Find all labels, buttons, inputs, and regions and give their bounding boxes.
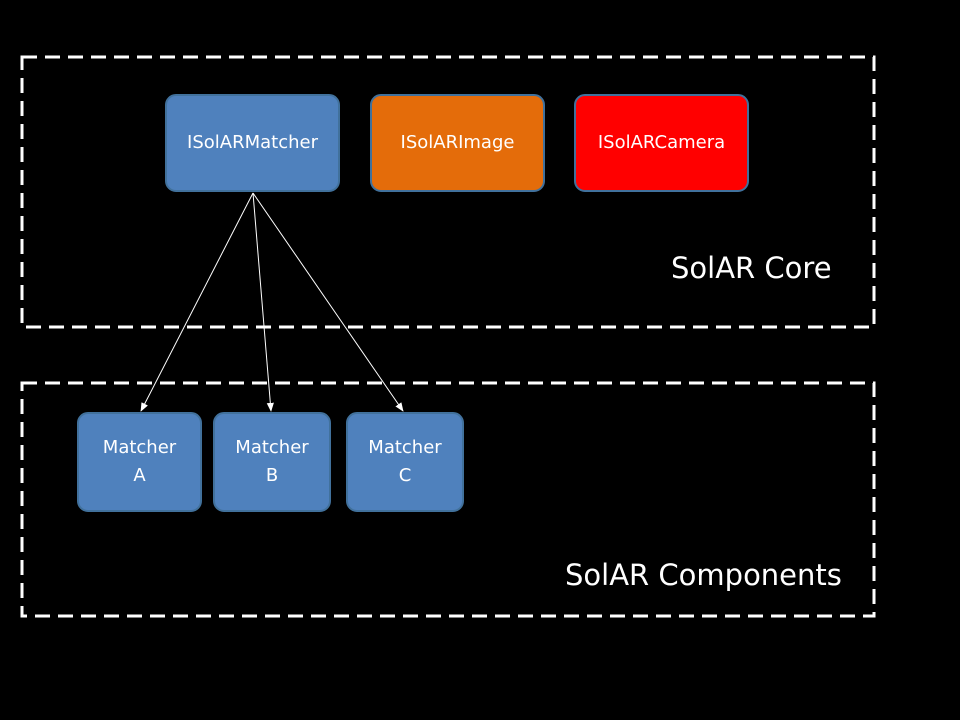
node-label-line2: B: [265, 465, 279, 486]
arrow-matcher-to-a: [140, 192, 254, 412]
arrow-matcher-to-b: [252, 192, 274, 412]
solar-components-label: SolAR Components: [565, 558, 842, 592]
node-label: ISolARImage: [400, 132, 515, 153]
node-label-line2: C: [398, 465, 412, 486]
node-matcher-c[interactable]: Matcher C: [346, 412, 464, 512]
node-isolarimage[interactable]: ISolARImage: [370, 94, 545, 192]
node-label: ISolARMatcher: [187, 132, 318, 153]
solar-components-region: [20, 381, 876, 618]
node-label-line1: Matcher: [368, 437, 442, 458]
node-isolarmatcher[interactable]: ISolARMatcher: [165, 94, 340, 192]
arrow-matcher-to-c: [252, 192, 404, 412]
node-matcher-a[interactable]: Matcher A: [77, 412, 202, 512]
node-label-line2: A: [133, 465, 146, 486]
node-isolarcamera[interactable]: ISolARCamera: [574, 94, 749, 192]
node-label: ISolARCamera: [597, 132, 726, 153]
node-label-line1: Matcher: [102, 437, 177, 458]
solar-core-label: SolAR Core: [671, 251, 832, 285]
solar-core-region: [20, 55, 876, 329]
node-label-line1: Matcher: [235, 437, 309, 458]
node-matcher-b[interactable]: Matcher B: [213, 412, 331, 512]
